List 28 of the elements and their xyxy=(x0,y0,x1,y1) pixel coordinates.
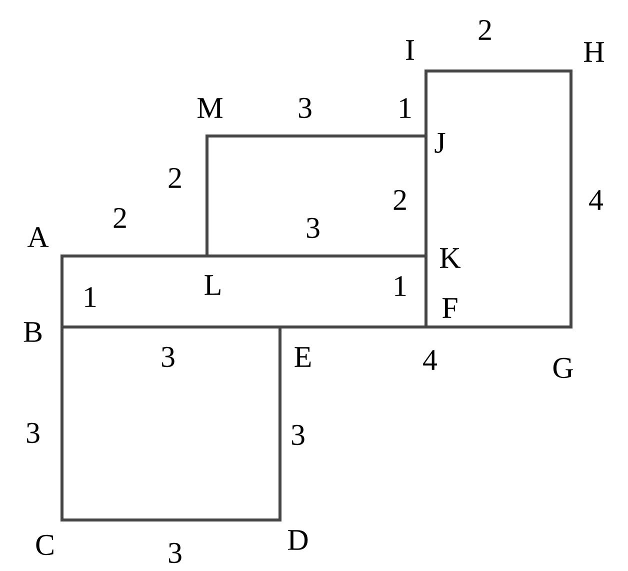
length-label: 3 xyxy=(306,218,320,238)
vertex-label: E xyxy=(294,347,311,367)
vertex-label: M xyxy=(198,98,222,118)
length-label: 1 xyxy=(85,287,96,307)
length-label: 2 xyxy=(114,208,126,228)
vertex-label: C xyxy=(36,534,54,556)
vertex-label: F xyxy=(442,298,458,318)
length-label: 3 xyxy=(162,346,174,368)
vertex-label: K xyxy=(440,248,461,268)
vertex-label: B xyxy=(24,322,42,342)
length-label: 3 xyxy=(298,98,312,118)
vertex-label: A xyxy=(27,227,49,247)
length-label: 4 xyxy=(423,350,438,370)
length-label: 4 xyxy=(589,190,604,210)
length-label: 1 xyxy=(395,276,406,296)
vertex-label: I xyxy=(406,40,414,60)
vertex-label: J xyxy=(434,133,446,153)
length-label: 2 xyxy=(168,168,181,188)
length-label: 2 xyxy=(478,20,491,40)
vertex-label: D xyxy=(288,530,308,550)
vertex-label: H xyxy=(584,42,604,62)
length-label: 3 xyxy=(168,542,182,564)
length-label: 1 xyxy=(400,98,411,118)
length-label: 2 xyxy=(394,190,406,210)
vertex-label: L xyxy=(204,275,220,295)
length-label: 3 xyxy=(26,422,40,444)
length-label: 3 xyxy=(292,424,304,446)
vertex-label: G xyxy=(553,358,573,378)
